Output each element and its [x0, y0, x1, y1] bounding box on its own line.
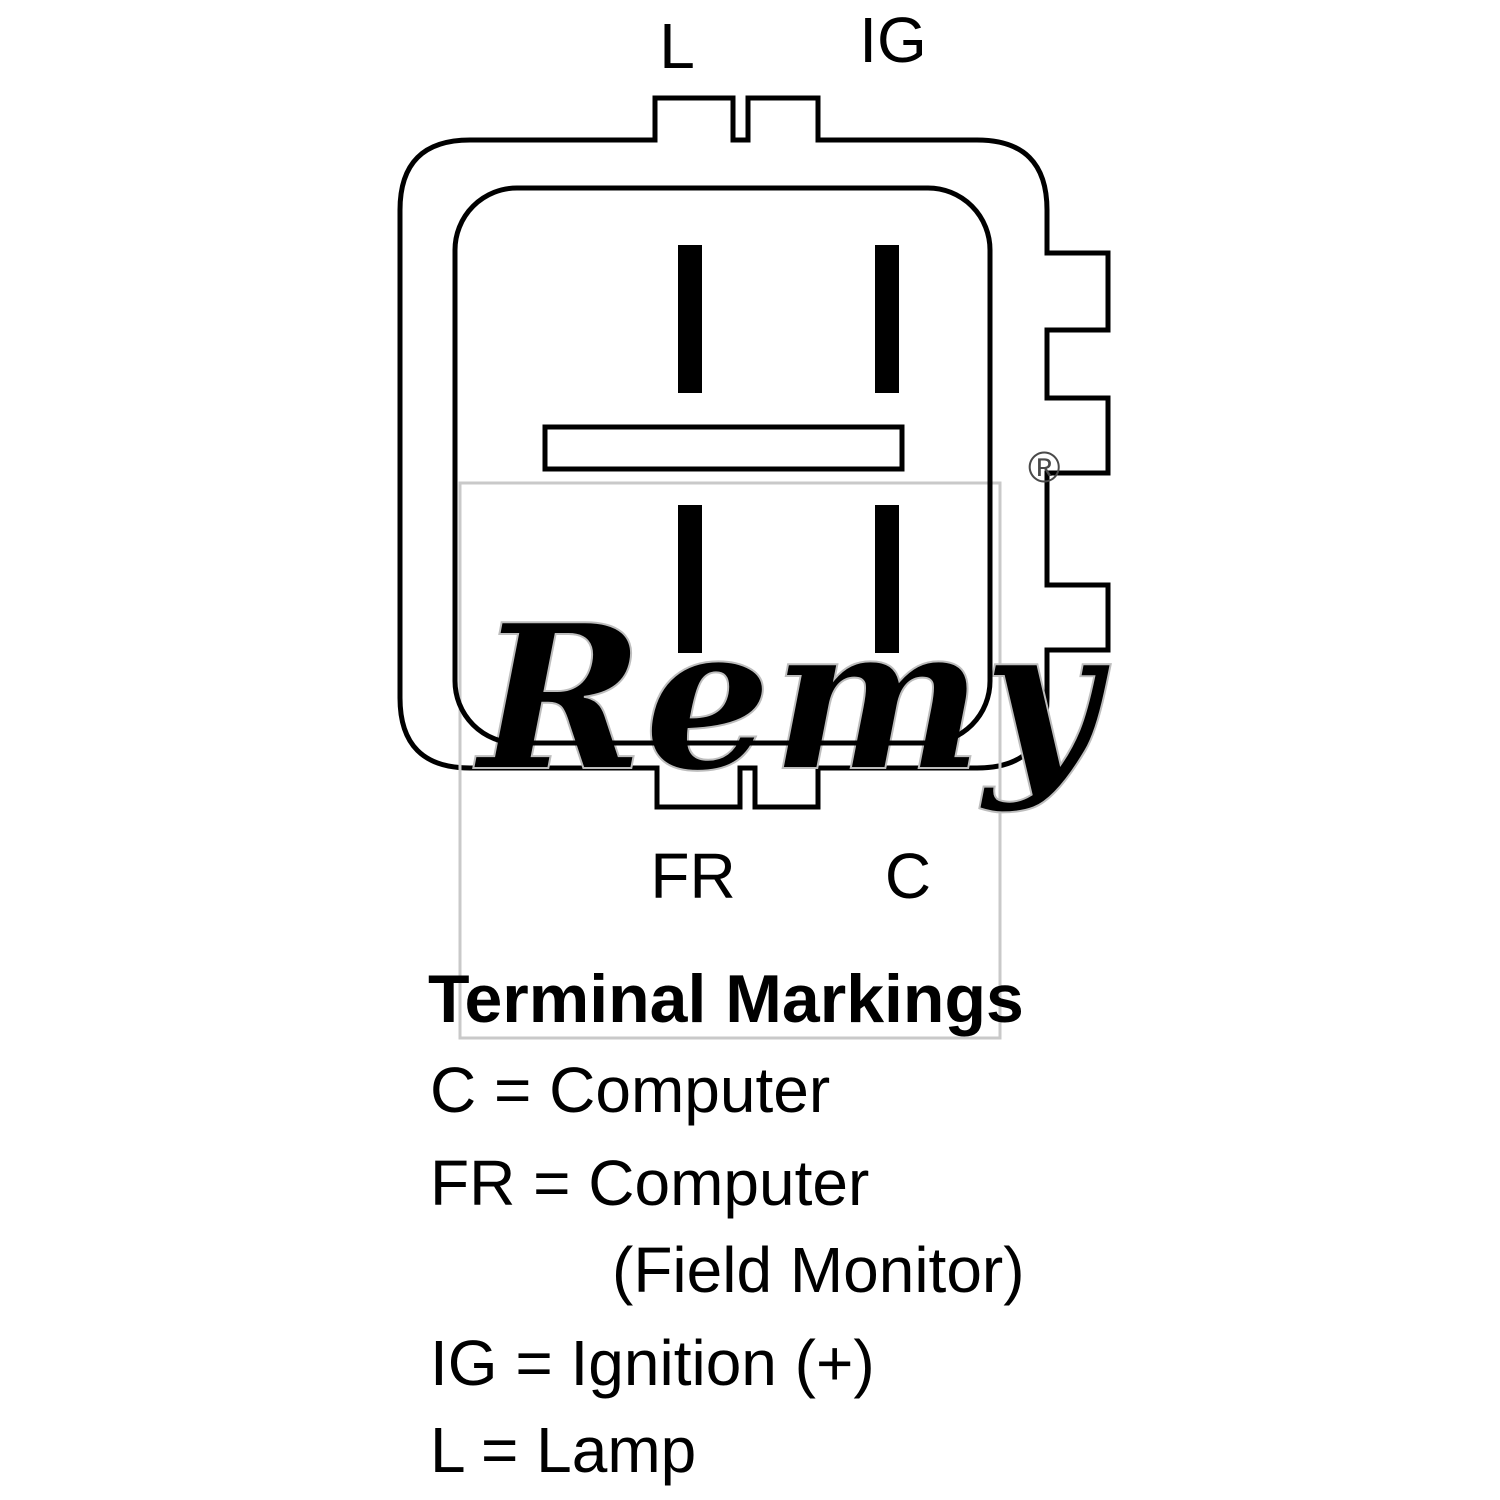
terminal-label-c: C — [885, 840, 931, 912]
legend-title: Terminal Markings — [428, 961, 1024, 1037]
legend-line-l: L = Lamp — [430, 1414, 696, 1486]
terminal-pin-c — [875, 505, 899, 653]
registered-trademark-icon: ® — [1028, 443, 1060, 492]
center-key-slot — [542, 424, 905, 472]
legend-line-ig: IG = Ignition (+) — [430, 1327, 875, 1399]
legend-line-fr: FR = Computer — [430, 1147, 869, 1219]
terminal-pin-fr — [678, 505, 702, 653]
legend-line-c: C = Computer — [430, 1054, 830, 1126]
connector-inner-wall — [452, 185, 993, 746]
watermark-box — [458, 481, 1002, 1040]
terminal-label-l: L — [659, 10, 695, 82]
watermark-brand-text: Remy — [473, 581, 1111, 816]
terminal-pin-l — [678, 245, 702, 393]
legend-line-fr-note: (Field Monitor) — [612, 1234, 1025, 1306]
terminal-label-fr: FR — [650, 840, 735, 912]
terminal-label-ig: IG — [859, 4, 927, 76]
watermark: Remy ® — [458, 443, 1112, 1040]
terminal-pin-ig — [875, 245, 899, 393]
